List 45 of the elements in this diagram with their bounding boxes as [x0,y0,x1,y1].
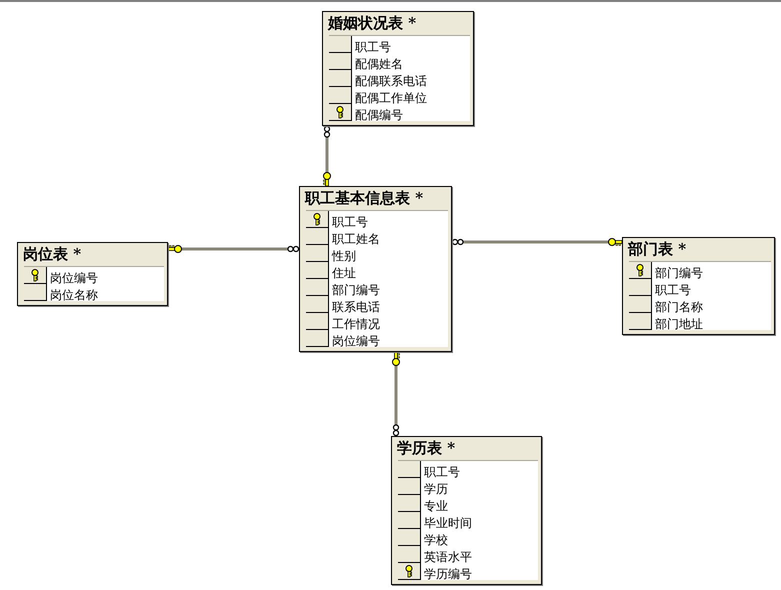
column-name: 配偶编号 [355,107,403,124]
column-name: 职工号 [424,464,460,481]
key-icon [635,264,645,277]
key-icon [335,106,345,119]
table-card [391,436,542,585]
column-name: 联系电话 [332,299,380,316]
key-icon [312,213,322,226]
table-card [17,242,168,306]
column-name: 部门地址 [655,316,703,333]
column-name: 专业 [424,498,448,515]
key-icon [30,269,40,282]
table-title: 岗位表 * [22,244,82,265]
column-name: 学历 [424,481,448,498]
column-name: 学校 [424,532,448,549]
column-name: 学历编号 [424,566,472,583]
column-name: 职工号 [655,282,691,299]
relationship-line [392,352,400,436]
column-name: 职工姓名 [332,231,380,248]
column-name: 部门编号 [332,282,380,299]
table-title: 婚姻状况表 * [326,13,418,34]
column-name: 岗位编号 [332,333,380,350]
column-name: 职工号 [355,39,391,56]
table-card [322,11,474,126]
column-name: 工作情况 [332,316,380,333]
column-name: 部门名称 [655,299,703,316]
column-name: 部门编号 [655,265,703,282]
column-name: 配偶工作单位 [355,90,427,107]
table-title: 学历表 * [396,438,456,459]
column-name: 配偶姓名 [355,56,403,73]
column-name: 岗位编号 [50,270,98,287]
column-name: 职工号 [332,214,368,231]
relationship-line [323,126,331,186]
table-card [299,186,452,352]
relationship-line [452,238,622,246]
relationship-line [168,245,300,253]
column-name: 性别 [332,248,356,265]
table-card [622,237,775,335]
key-icon [404,565,414,578]
table-title: 职工基本信息表 * [304,188,424,209]
column-name: 岗位名称 [50,287,98,304]
table-title: 部门表 * [626,239,688,260]
column-name: 住址 [332,265,356,282]
column-name: 英语水平 [424,549,472,566]
column-name: 配偶联系电话 [355,73,427,90]
column-name: 毕业时间 [424,515,472,532]
